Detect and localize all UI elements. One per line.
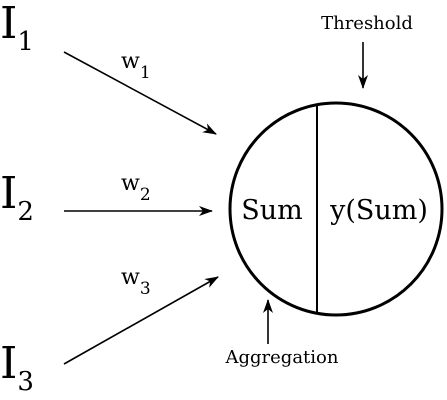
input-label-2: I2 (0, 168, 34, 227)
sum-label: Sum (241, 195, 303, 226)
neuron-circle (228, 101, 444, 317)
aggregation-label: Aggregation (225, 347, 339, 368)
weight-label-3: w3 (121, 265, 151, 299)
weight-label-2: w2 (121, 171, 151, 205)
input-arrow-3 (63, 276, 219, 365)
threshold-label: Threshold (321, 13, 413, 34)
input-label-1: I1 (0, 0, 34, 57)
input-arrow-1 (63, 51, 217, 135)
input-label-3: I3 (0, 338, 34, 397)
weight-label-1: w1 (121, 49, 151, 83)
activation-label: y(Sum) (329, 195, 428, 226)
